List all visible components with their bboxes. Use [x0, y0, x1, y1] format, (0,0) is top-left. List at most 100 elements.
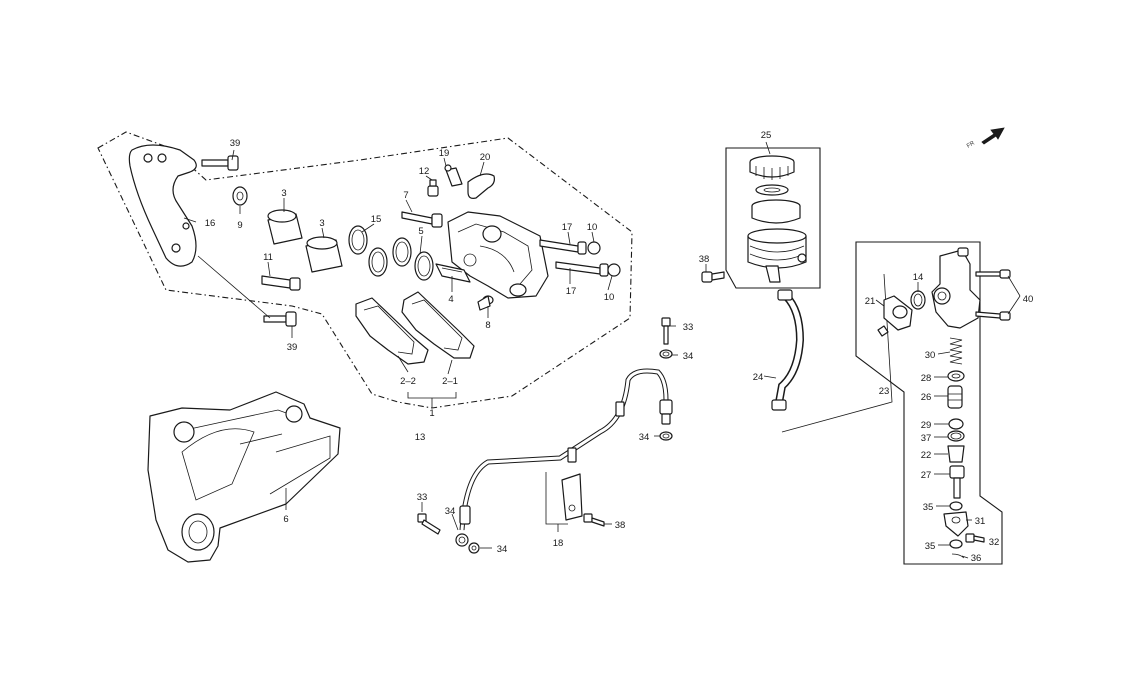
part-3-piston-b [305, 236, 343, 273]
label-24: 24 [753, 372, 764, 383]
part-14-o-ring [910, 290, 926, 310]
label-2-2: 2–2 [400, 376, 416, 387]
front-label: FR [966, 140, 977, 150]
part-4-pad-spring [435, 263, 471, 283]
part-34-washer-a [659, 349, 673, 359]
part-37-circlip [947, 430, 965, 442]
label-35-upper: 35 [923, 502, 934, 513]
label-6: 6 [283, 514, 288, 525]
label-17-upper: 17 [562, 222, 573, 233]
pad-bracket-line [407, 392, 457, 399]
label-31: 31 [975, 516, 986, 527]
caliper-assembly-frame [97, 131, 633, 409]
part-31-clevis [943, 511, 969, 537]
part-34-washer-c [455, 533, 469, 547]
part-17-pin-lower [555, 261, 609, 277]
label-39-top: 39 [230, 138, 241, 149]
label-17-lower: 17 [566, 286, 577, 297]
label-10-lower: 10 [604, 292, 615, 303]
part-39-bolt-bottom [263, 311, 297, 327]
part-24-reservoir-hose [771, 289, 805, 411]
part-29-seal [948, 418, 964, 430]
label-11: 11 [263, 252, 273, 263]
part-16-bracket-plate [128, 144, 197, 267]
label-30: 30 [925, 350, 936, 361]
label-33-lower: 33 [417, 492, 428, 503]
part-22-boot [947, 445, 965, 463]
label-33-upper: 33 [683, 322, 694, 333]
label-12: 12 [419, 166, 430, 177]
part-18-brake-hose [459, 368, 673, 531]
part-labels: 39 16 9 3 3 15 7 5 12 19 20 4 8 17 10 17… [205, 130, 1034, 564]
label-19: 19 [439, 148, 450, 159]
part-35-nut-upper [949, 501, 963, 511]
part-8-plug [477, 295, 494, 311]
label-14: 14 [913, 272, 924, 283]
part-35-nut-lower [949, 539, 963, 549]
label-13: 13 [415, 432, 426, 443]
part-2-1-brake-pad [401, 291, 475, 359]
part-11-screw [261, 275, 301, 291]
label-32: 32 [989, 537, 1000, 548]
label-15: 15 [371, 214, 382, 225]
label-20: 20 [480, 152, 491, 163]
front-direction-indicator: FR [966, 127, 1005, 150]
part-38-bolt-clamp [583, 513, 605, 527]
label-27: 27 [921, 470, 932, 481]
part-30-spring [949, 337, 963, 365]
part-17-pin-upper [539, 239, 587, 255]
part-21-joint [877, 295, 913, 337]
label-5: 5 [418, 226, 423, 237]
label-22: 22 [921, 450, 932, 461]
hose-clamp-bracket [561, 473, 583, 521]
part-40-bolts [975, 269, 1011, 321]
label-1: 1 [429, 408, 434, 419]
label-7: 7 [403, 190, 408, 201]
label-34-b: 34 [639, 432, 650, 443]
part-20-spring-clip [467, 173, 495, 199]
part-34-washer-d [468, 542, 480, 554]
caliper-body [447, 211, 549, 299]
label-40: 40 [1023, 294, 1034, 305]
label-16: 16 [205, 218, 216, 229]
part-2-2-brake-pad [355, 297, 429, 365]
front-direction-arrow-icon [981, 127, 1005, 145]
label-34-d: 34 [497, 544, 508, 555]
part-33-bolt-lower [417, 513, 441, 535]
part-6-caliper-bracket [147, 391, 341, 563]
part-25-reservoir [747, 155, 807, 283]
label-3-a: 3 [281, 188, 286, 199]
reservoir-frame [725, 147, 821, 289]
part-9-nut [232, 186, 248, 206]
label-39-bottom: 39 [287, 342, 298, 353]
part-7-pin-bolt [401, 211, 443, 228]
label-38-clamp: 38 [615, 520, 626, 531]
part-19-bleeder-valve [444, 164, 463, 187]
part-28-cup [947, 370, 965, 382]
label-26: 26 [921, 392, 932, 403]
label-21: 21 [865, 296, 876, 307]
label-25: 25 [761, 130, 772, 141]
part-32-pin [965, 533, 985, 543]
label-9: 9 [237, 220, 242, 231]
label-23: 23 [879, 386, 890, 397]
part-15-seals [348, 225, 434, 281]
label-34-a: 34 [683, 351, 694, 362]
part-39-bolt-top [201, 155, 239, 171]
part-10-cap-lower [607, 263, 621, 277]
leader-lines [183, 141, 1021, 559]
label-8: 8 [485, 320, 490, 331]
part-10-cap-upper [587, 241, 601, 255]
part-3-piston-a [267, 209, 303, 245]
part-34-washer-b [659, 431, 673, 441]
label-35-lower: 35 [925, 541, 936, 552]
label-4: 4 [448, 294, 453, 305]
part-27-pushrod [949, 465, 965, 499]
label-29: 29 [921, 420, 932, 431]
label-3-b: 3 [319, 218, 324, 229]
label-36: 36 [971, 553, 982, 564]
label-38-reservoir: 38 [699, 254, 710, 265]
master-cylinder-frame [855, 241, 1003, 565]
part-36-cotter-pin [951, 553, 965, 559]
